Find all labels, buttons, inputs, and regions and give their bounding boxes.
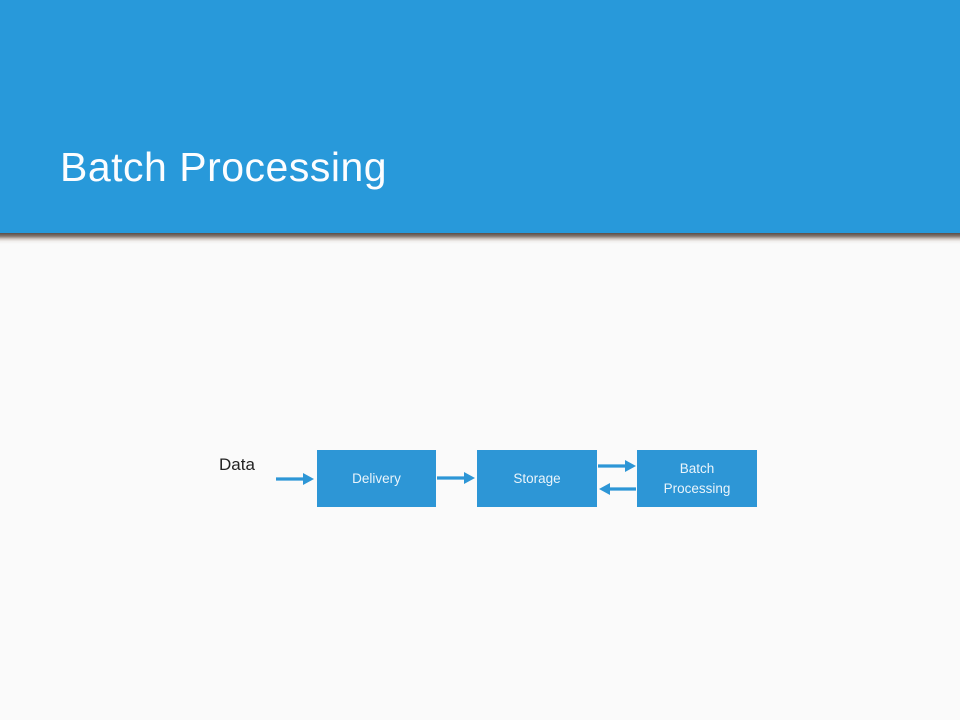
arrow-storage-to-batch bbox=[598, 460, 636, 472]
node-storage-label: Storage bbox=[513, 470, 561, 486]
node-delivery-label: Delivery bbox=[352, 470, 401, 486]
arrow-data-to-delivery bbox=[276, 473, 314, 485]
node-batch-processing-label: Batch Processing bbox=[663, 460, 731, 496]
slide-header: Batch Processing bbox=[0, 0, 960, 233]
data-source-label: Data bbox=[219, 455, 255, 474]
node-batch-processing: Batch Processing bbox=[637, 450, 757, 507]
arrow-batch-to-storage bbox=[599, 483, 636, 495]
node-storage: Storage bbox=[477, 450, 597, 507]
arrow-delivery-to-storage bbox=[437, 472, 475, 484]
slide-title: Batch Processing bbox=[60, 144, 388, 190]
node-delivery: Delivery bbox=[317, 450, 436, 507]
